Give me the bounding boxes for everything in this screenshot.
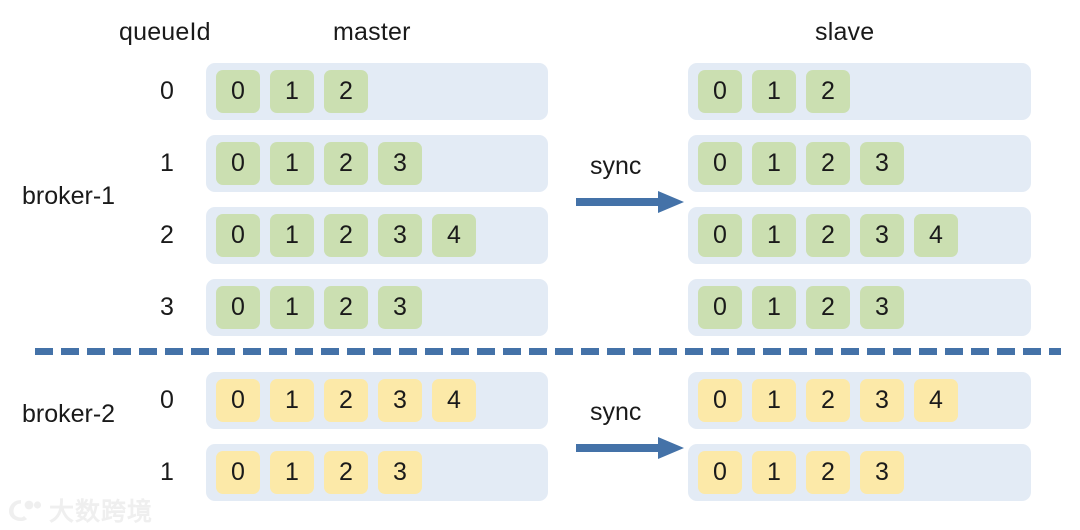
queue-id-label: 2 [160, 221, 174, 249]
watermark-text: 大数跨境 [49, 497, 154, 526]
queue-id-label: 1 [160, 458, 174, 486]
watermark-logo-icon [9, 500, 42, 521]
message-cell: 2 [324, 451, 368, 494]
queue-id-label: 0 [160, 386, 174, 414]
message-cell: 0 [216, 379, 260, 422]
message-cell: 1 [752, 379, 796, 422]
broker-divider-dashed-line [35, 348, 1061, 355]
message-cell: 1 [270, 286, 314, 329]
message-cell: 0 [698, 70, 742, 113]
message-cell: 4 [432, 214, 476, 257]
watermark: 大数跨境 [8, 492, 153, 528]
queue-id-label: 3 [160, 293, 174, 321]
message-cell: 1 [752, 142, 796, 185]
message-cell: 0 [698, 286, 742, 329]
queue-id-label: 0 [160, 77, 174, 105]
message-cell: 3 [860, 379, 904, 422]
message-cell: 1 [752, 286, 796, 329]
message-cell: 1 [270, 214, 314, 257]
message-cell: 2 [324, 142, 368, 185]
message-cell: 0 [216, 70, 260, 113]
message-cell: 1 [270, 70, 314, 113]
message-cell: 1 [752, 451, 796, 494]
message-cell: 2 [806, 379, 850, 422]
message-cell: 4 [914, 214, 958, 257]
message-cell: 0 [216, 142, 260, 185]
message-cell: 2 [806, 286, 850, 329]
message-cell: 3 [860, 451, 904, 494]
message-cell: 1 [752, 214, 796, 257]
sync-label: sync [590, 398, 642, 426]
message-cell: 0 [698, 214, 742, 257]
message-cell: 2 [806, 70, 850, 113]
message-cell: 2 [324, 214, 368, 257]
message-cell: 0 [698, 451, 742, 494]
message-cell: 2 [806, 451, 850, 494]
message-cell: 3 [860, 214, 904, 257]
message-cell: 2 [324, 286, 368, 329]
sync-arrow-icon [576, 436, 686, 465]
message-cell: 0 [216, 214, 260, 257]
column-header-queueid: queueId [119, 18, 211, 46]
message-cell: 3 [378, 286, 422, 329]
message-cell: 2 [806, 142, 850, 185]
message-cell: 3 [860, 142, 904, 185]
queue-id-label: 1 [160, 149, 174, 177]
message-cell: 3 [378, 142, 422, 185]
message-cell: 2 [806, 214, 850, 257]
message-cell: 1 [270, 451, 314, 494]
message-cell: 3 [378, 214, 422, 257]
column-header-slave: slave [815, 18, 875, 46]
column-header-master: master [333, 18, 411, 46]
message-cell: 1 [752, 70, 796, 113]
message-cell: 0 [698, 379, 742, 422]
message-cell: 1 [270, 142, 314, 185]
message-cell: 4 [914, 379, 958, 422]
message-cell: 0 [698, 142, 742, 185]
message-cell: 2 [324, 379, 368, 422]
broker-label-broker-2: broker-2 [22, 400, 116, 428]
message-cell: 3 [860, 286, 904, 329]
message-cell: 2 [324, 70, 368, 113]
sync-arrow-icon [576, 190, 686, 219]
message-cell: 3 [378, 451, 422, 494]
sync-label: sync [590, 152, 642, 180]
message-cell: 1 [270, 379, 314, 422]
message-cell: 4 [432, 379, 476, 422]
message-cell: 0 [216, 451, 260, 494]
message-cell: 3 [378, 379, 422, 422]
message-cell: 0 [216, 286, 260, 329]
broker-label-broker-1: broker-1 [22, 182, 116, 210]
